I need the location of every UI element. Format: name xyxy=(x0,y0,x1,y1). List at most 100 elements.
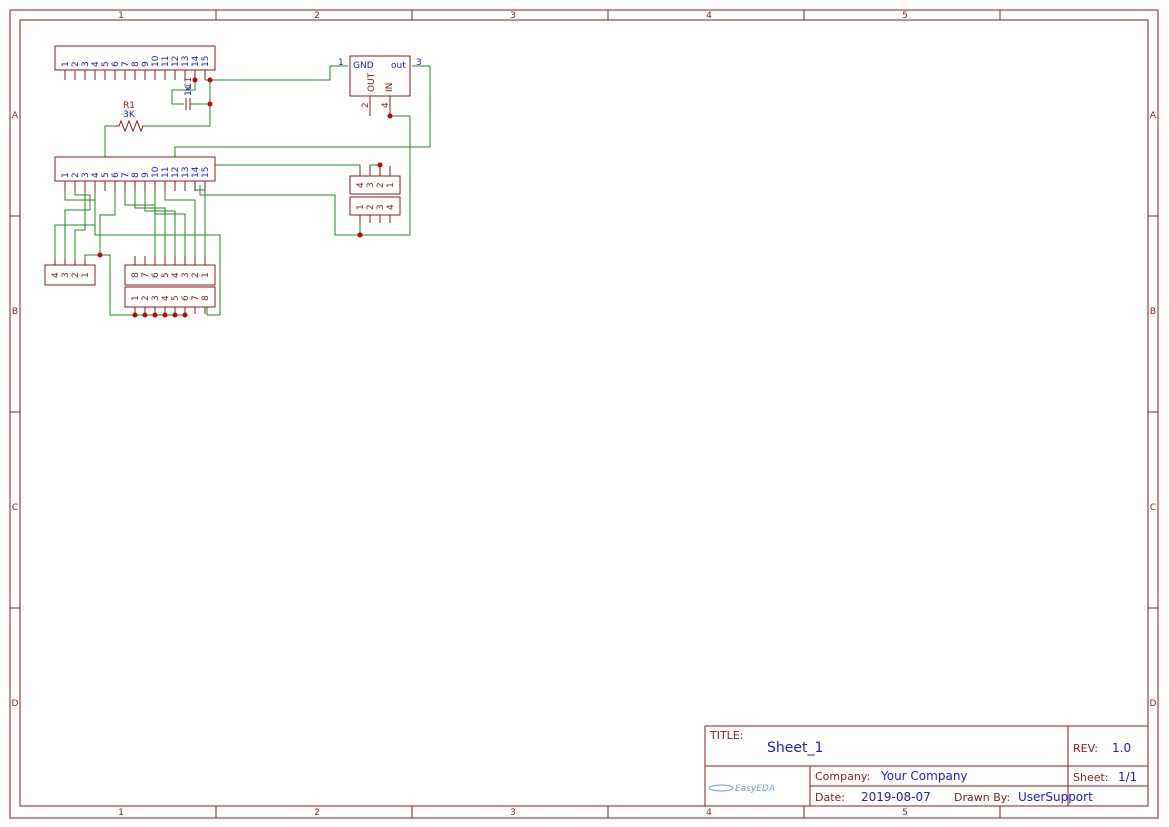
date-label: Date: xyxy=(815,791,845,804)
connector-4pin-left-pin-number: 2 xyxy=(71,272,81,278)
company-value: Your Company xyxy=(880,769,968,783)
connector-4pin-left-pin-number: 1 xyxy=(81,272,91,278)
connector-8pin-lower-pin-number: 8 xyxy=(201,295,211,301)
connector-8pin-upper-pin-number: 8 xyxy=(131,272,141,278)
connector-8pin-lower-pin-number: 5 xyxy=(171,295,181,301)
connector-8pin-lower-pin-number: 7 xyxy=(191,295,201,301)
header-top-pin-number: 7 xyxy=(121,61,131,67)
header-mid-pin-number: 5 xyxy=(101,172,111,178)
resistor-value: 3K xyxy=(123,110,136,120)
header-mid-pin-number: 12 xyxy=(171,167,181,178)
sheet-frame: 1 2 3 4 5 1 2 3 4 5 A B C D A B C D xyxy=(9,9,1159,819)
capacitor-designator: C1 xyxy=(184,77,194,89)
voltage-regulator: GND out OUT IN 1 3 2 4 xyxy=(338,55,422,116)
header-mid-pin-number: 4 xyxy=(91,172,101,178)
zone-row-c-right: C xyxy=(1150,503,1156,513)
resistor-r1: R1 3K xyxy=(115,101,145,133)
connector-8pin-upper-pin-number: 6 xyxy=(151,272,161,278)
header-top-pin-number: 3 xyxy=(81,61,91,67)
header-top-pin-number: 6 xyxy=(111,61,121,67)
zone-row-b-left: B xyxy=(12,307,18,317)
junctions xyxy=(97,77,393,318)
connector-8pin-upper-pin-number: 7 xyxy=(141,272,151,278)
header-top-pin-number: 1 xyxy=(61,61,71,67)
header-mid-pin-number: 11 xyxy=(161,167,171,178)
header-top-pin-number: 5 xyxy=(101,61,111,67)
header-top-pin-number: 11 xyxy=(161,56,171,67)
connector-4pin-upper-pin-number: 2 xyxy=(376,182,386,188)
header-mid-pin-number: 15 xyxy=(201,167,211,178)
connector-8pin-lower-pin-number: 4 xyxy=(161,295,171,301)
zone-row-a-left: A xyxy=(12,111,19,121)
connector-4pin-lower-pin-number: 3 xyxy=(376,204,386,210)
header-mid-pin-number: 13 xyxy=(181,167,191,178)
zone-col-3-bottom: 3 xyxy=(510,808,516,818)
zone-col-5-top: 5 xyxy=(902,11,908,21)
header-mid-pin-number: 7 xyxy=(121,172,131,178)
connector-4pin-upper-pin-number: 4 xyxy=(356,182,366,188)
header-mid-pin-number: 1 xyxy=(61,172,71,178)
connector-4pin-upper-pin-number: 1 xyxy=(386,182,396,188)
header-mid-pin-number: 6 xyxy=(111,172,121,178)
easyeda-logo: EasyEDA xyxy=(735,784,775,794)
date-value: 2019-08-07 xyxy=(861,790,931,804)
connector-8pin-upper-pin-number: 1 xyxy=(201,272,211,278)
rev-value: 1.0 xyxy=(1112,741,1131,755)
drawn-by-value: UserSupport xyxy=(1018,790,1093,804)
connector-8pin-lower-pin-number: 6 xyxy=(181,295,191,301)
header-mid-pin-number: 2 xyxy=(71,172,81,178)
regulator-pin2: 2 xyxy=(361,102,371,108)
connector-8pin-upper-pin-number: 2 xyxy=(191,272,201,278)
header-mid-pin-number: 10 xyxy=(151,166,161,178)
connector-8pin-lower-pin-number: 2 xyxy=(141,295,151,301)
header-top-pin-number: 2 xyxy=(71,61,81,67)
header-top-pin-number: 14 xyxy=(191,55,201,67)
zone-col-4-bottom: 4 xyxy=(706,808,712,818)
regulator-pin-out: OUT xyxy=(367,72,377,92)
zone-col-2-top: 2 xyxy=(314,11,320,21)
regulator-pin1: 1 xyxy=(338,58,344,68)
header-top-pin-number: 4 xyxy=(91,61,101,67)
regulator-pin-in: IN xyxy=(385,83,395,92)
zone-row-a-right: A xyxy=(1150,111,1157,121)
sheet-title: Sheet_1 xyxy=(767,740,823,756)
company-label: Company: xyxy=(815,770,870,783)
header-top-pin-number: 10 xyxy=(151,55,161,67)
zone-col-1-bottom: 1 xyxy=(118,808,124,818)
header-top-pin-number: 8 xyxy=(131,61,141,67)
sheet-value: 1/1 xyxy=(1118,770,1137,784)
zone-col-2-bottom: 2 xyxy=(314,808,320,818)
regulator-pin3: 3 xyxy=(416,58,422,68)
zone-col-1-top: 1 xyxy=(118,11,124,21)
header-top-pin-number: 15 xyxy=(201,56,211,67)
zone-col-4-top: 4 xyxy=(706,11,712,21)
header-top-pin-number: 12 xyxy=(171,56,181,67)
header-top-pin-number: 9 xyxy=(141,61,151,67)
zone-row-d-left: D xyxy=(12,699,19,709)
connector-4pin-lower-pin-number: 4 xyxy=(386,204,396,210)
connector-8pin-upper-pin-number: 5 xyxy=(161,272,171,278)
capacitor-c1: C1 1u xyxy=(184,77,194,110)
connector-4pin-lower-pin-number: 2 xyxy=(366,204,376,210)
header-top-pin-number: 13 xyxy=(181,56,191,67)
zone-row-d-right: D xyxy=(1150,699,1157,709)
regulator-gnd-label: GND xyxy=(353,61,374,71)
connector-4pin-lower-pin-number: 1 xyxy=(356,204,366,210)
zone-col-3-top: 3 xyxy=(510,11,516,21)
header-mid-pin-number: 14 xyxy=(191,166,201,178)
connector-8pin-upper-pin-number: 3 xyxy=(181,272,191,278)
header-mid-pin-number: 8 xyxy=(131,172,141,178)
header-mid-pin-number: 3 xyxy=(81,172,91,178)
connector-4pin-left-pin-number: 3 xyxy=(61,272,71,278)
header-mid-pin-number: 9 xyxy=(141,172,151,178)
resistor-designator: R1 xyxy=(123,101,135,111)
connector-4pin-upper-pin-number: 3 xyxy=(366,182,376,188)
